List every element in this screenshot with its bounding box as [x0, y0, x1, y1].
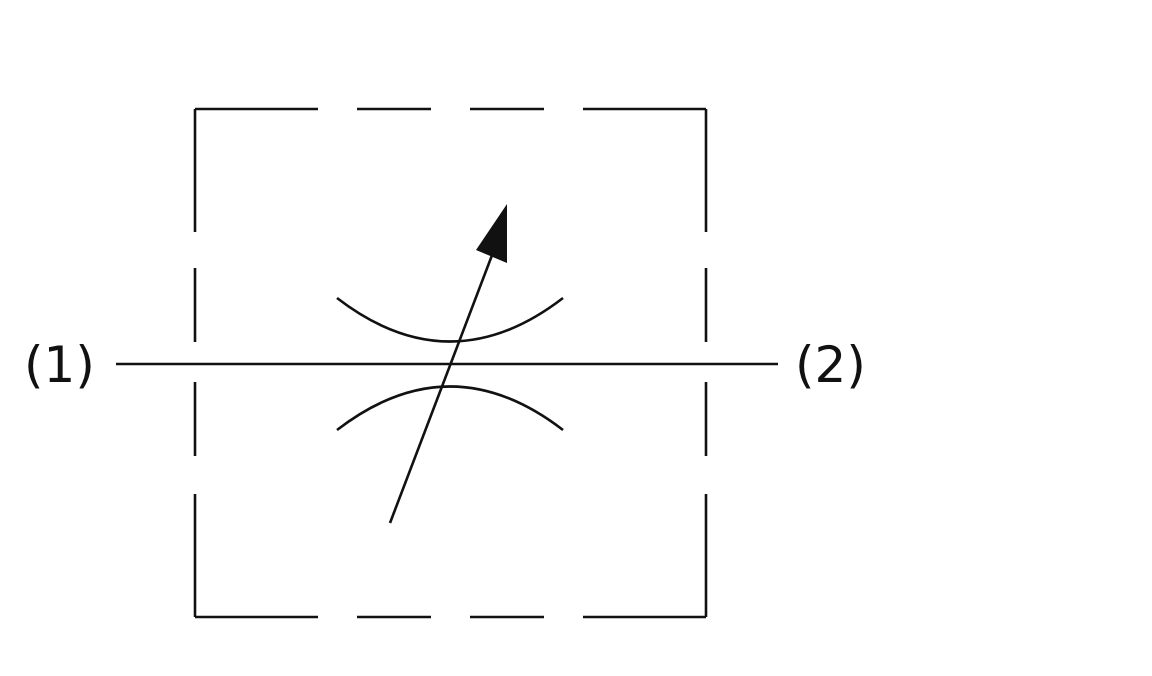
restriction-upper-arc [336, 296, 564, 343]
adjustment-arrow-head [476, 204, 507, 263]
restriction-lower-arc [336, 385, 564, 432]
component-enclosure [193, 107, 708, 619]
inlet-port-label: (1) [24, 336, 95, 394]
adjustment-arrow-shaft [388, 249, 496, 524]
outlet-port-label: (2) [795, 336, 866, 394]
